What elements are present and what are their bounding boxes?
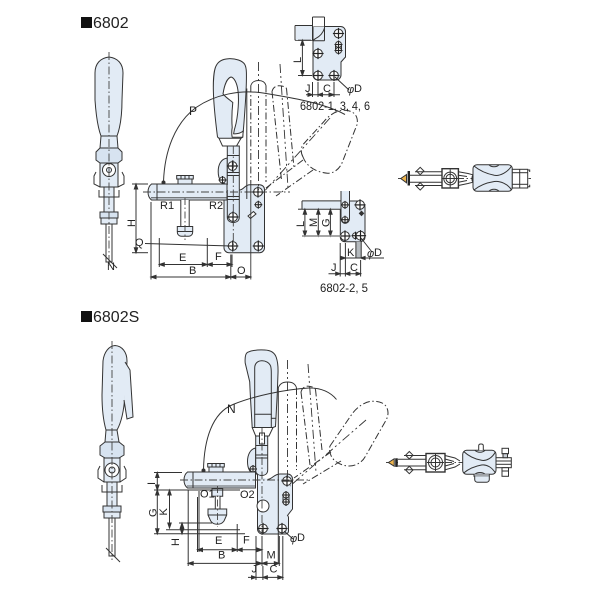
svg-text:B: B [218,550,225,562]
svg-text:C: C [350,262,358,274]
svg-text:O2: O2 [240,489,255,501]
svg-text:H: H [126,219,138,227]
svg-text:J: J [252,564,258,576]
svg-text:N: N [227,402,236,416]
svg-text:F: F [215,251,222,263]
svg-text:C: C [323,83,331,95]
svg-text:G: G [148,508,160,517]
svg-text:φ: φ [367,248,374,260]
svg-text:D: D [374,247,382,259]
svg-text:B: B [189,265,196,277]
svg-text:D: D [354,83,362,95]
svg-text:K: K [347,247,355,259]
svg-text:φ: φ [347,84,354,96]
svg-text:6802-1, 3, 4, 6: 6802-1, 3, 4, 6 [300,99,370,113]
svg-text:H: H [170,538,182,546]
svg-text:K: K [158,508,170,516]
svg-text:L: L [295,221,307,227]
svg-text:N: N [107,261,115,273]
svg-text:M: M [308,218,320,227]
svg-text:E: E [215,535,222,547]
svg-text:O1: O1 [200,489,215,501]
svg-text:φ: φ [290,533,297,545]
svg-text:6802: 6802 [93,15,129,32]
svg-text:E: E [179,252,186,264]
svg-text:R1: R1 [160,200,174,212]
svg-text:I: I [146,482,158,485]
svg-text:6802-2, 5: 6802-2, 5 [320,281,368,295]
svg-text:L: L [292,57,304,63]
svg-text:Q: Q [135,237,144,249]
svg-text:O: O [237,265,246,277]
svg-text:J: J [305,83,311,95]
svg-text:R2: R2 [209,200,223,212]
svg-text:M: M [267,550,276,562]
svg-text:D: D [297,532,305,544]
svg-text:J: J [331,262,337,274]
svg-text:G: G [321,218,333,227]
svg-text:P: P [189,104,197,118]
svg-text:6802S: 6802S [93,309,139,326]
svg-text:C: C [270,564,278,576]
svg-text:F: F [243,535,250,547]
